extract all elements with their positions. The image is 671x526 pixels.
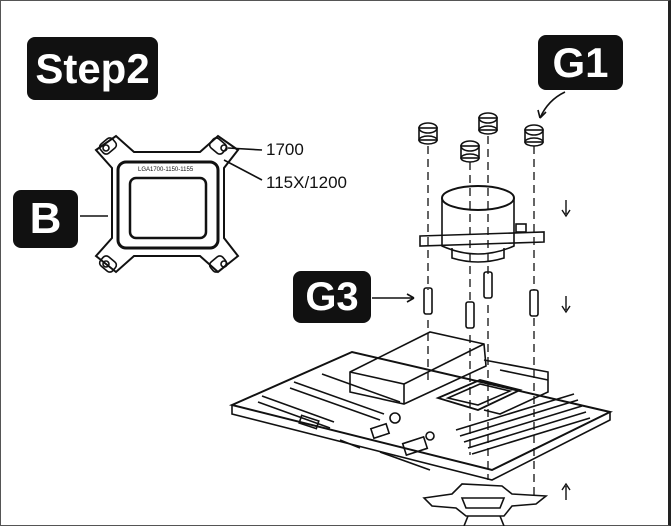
motherboard	[228, 331, 613, 481]
bracket-engraving: LGA1700-1150-1155	[138, 167, 194, 173]
bottom-backplate	[422, 483, 549, 526]
direction-arrows	[561, 200, 571, 500]
pump-head	[419, 185, 545, 263]
g1-nuts	[418, 112, 544, 163]
guide-lines	[427, 136, 535, 500]
callout-b: B	[13, 190, 78, 248]
g3-standoffs	[423, 271, 539, 329]
backplate-bracket: LGA1700-1150-1155	[80, 134, 263, 274]
label-115x-1200: 115X/1200	[266, 173, 347, 192]
callout-g3: G3	[293, 271, 371, 323]
step-title-badge: Step2	[27, 37, 158, 100]
label-1700: 1700	[266, 140, 304, 159]
callout-g1: G1	[538, 35, 623, 90]
